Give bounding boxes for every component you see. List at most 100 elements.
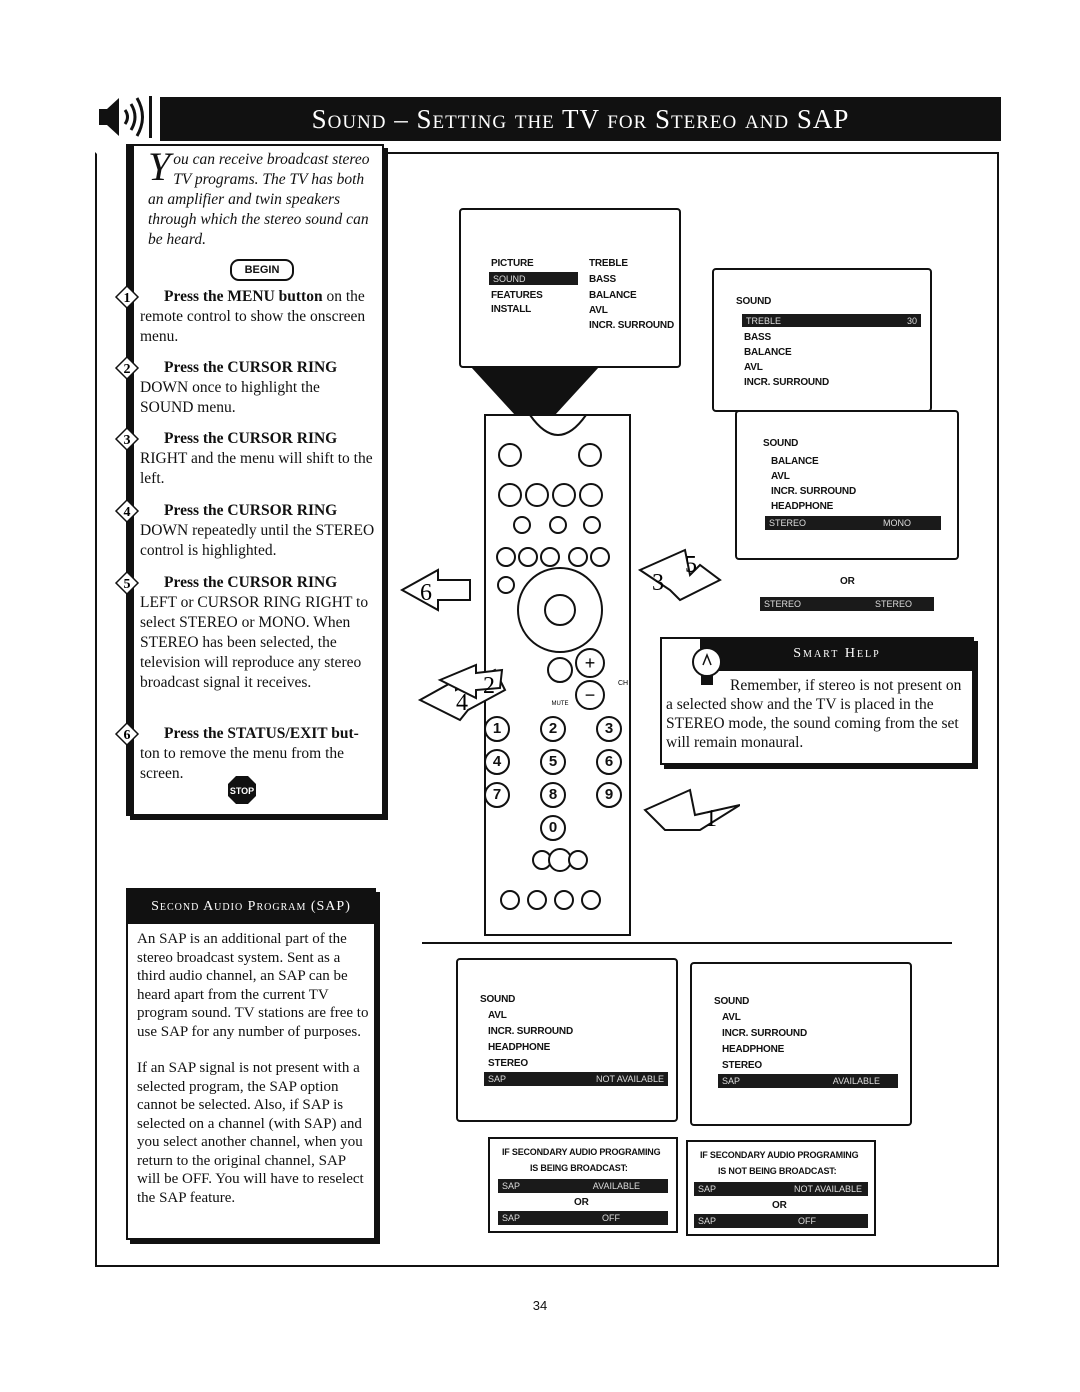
digit-key: 9 [596,782,622,808]
svg-text:MUTE: MUTE [552,701,569,707]
step-4: 4 Press the CURSOR RING DOWN repeatedly … [114,498,375,561]
step-head: Press the STATUS/EXIT but- [164,725,359,742]
step-head: Press the MENU button [164,288,323,305]
screen-beam [460,355,610,415]
page-frame [95,152,999,1267]
step-head: Press the CURSOR RING [164,502,338,519]
instructions-panel [126,144,384,816]
step-body: on the remote control to show the onscre… [140,288,366,345]
svg-text:STOP: STOP [230,786,254,796]
stop-sign-icon: STOP [227,775,257,805]
step-6: 6 Press the STATUS/EXIT but- ton to remo… [114,721,375,784]
lightbulb-icon [690,645,724,693]
speaker-icon [95,92,157,142]
digit-key: 7 [484,782,510,808]
svg-text:4: 4 [124,505,131,520]
callout-arrows: 6 4 2 3 5 1 [400,548,740,832]
menu-item: STEREO [488,1058,528,1069]
submenu-incr-surround: INCR. SURROUND [589,320,674,331]
digit-key: 8 [540,782,566,808]
step-2: 2 Press the CURSOR RING DOWN once to hig… [114,355,375,418]
sap-menu-available: SOUND AVL INCR. SURROUND HEADPHONE STERE… [690,962,912,1126]
menu-item: INCR. SURROUND [744,377,829,388]
sap-not-broadcast-note: IF SECONDARY AUDIO PROGRAMING IS NOT BEI… [686,1140,876,1236]
svg-text:3: 3 [652,570,664,596]
menu-title: SOUND [714,996,750,1007]
step-number-icon: 4 [114,498,140,524]
menu-item: BASS [744,332,771,343]
note-line: IS BEING BROADCAST: [530,1163,628,1173]
menu-title: SOUND [763,438,799,449]
step-1: 1 Press the MENU button on the remote co… [114,284,375,347]
menu-item-picture: PICTURE [491,258,534,269]
menu-item: BALANCE [744,347,792,358]
step-number-icon: 5 [114,570,140,596]
svg-text:1: 1 [705,806,717,832]
sap-text: An SAP is an additional part of the ster… [137,930,371,1207]
main-menu-screen: PICTURE SOUND FEATURES INSTALL TREBLE BA… [459,208,681,368]
svg-text:6: 6 [124,728,131,743]
digit-key: 0 [540,815,566,841]
frame-top-rule [380,152,999,154]
menu-item: HEADPHONE [488,1042,551,1053]
step-head: Press the CURSOR RING [164,574,338,591]
svg-text:CH: CH [618,680,628,687]
or-label: OR [840,576,855,587]
digit-key: 3 [596,716,622,742]
svg-text:−: − [585,685,596,705]
step-5: 5 Press the CURSOR RING LEFT or CURSOR R… [114,570,375,693]
step-body: LEFT or CURSOR RING RIGHT to select STER… [140,594,369,691]
menu-item: INCR. SURROUND [771,486,856,497]
svg-text:6: 6 [420,580,432,606]
menu-item: STEREO [722,1060,762,1071]
digit-key: 6 [596,749,622,775]
menu-item: HEADPHONE [722,1044,785,1055]
digit-key: 5 [540,749,566,775]
menu-item-install: INSTALL [491,304,532,315]
smart-help-text: Remember, if stereo is not present on a … [666,677,962,751]
drop-cap: Y [148,144,171,189]
or-label: OR [574,1197,589,1208]
menu-item: AVL [771,471,790,482]
or-label: OR [772,1200,787,1211]
svg-text:2: 2 [124,362,131,377]
step-body: DOWN once to highlight the SOUND menu. [140,379,320,416]
digit-key: 2 [540,716,566,742]
svg-text:2: 2 [483,673,495,699]
sap-heading: Second Audio Program (SAP) [128,890,374,924]
menu-item-features: FEATURES [491,290,543,301]
step-number-icon: 2 [114,355,140,381]
menu-item: INCR. SURROUND [488,1026,573,1037]
submenu-balance: BALANCE [589,290,637,301]
menu-item: AVL [722,1012,741,1023]
step-body: DOWN repeatedly until the STEREO control… [140,522,375,559]
step-body: RIGHT and the menu will shift to the lef… [140,450,373,487]
svg-text:5: 5 [124,577,131,592]
intro-body: ou can receive broadcast stereo TV progr… [148,151,370,248]
menu-item: HEADPHONE [771,501,834,512]
note-line: IF SECONDARY AUDIO PROGRAMING [502,1147,661,1157]
sap-paragraph-1: An SAP is an additional part of the ster… [137,931,369,1040]
step-body: ton to remove the menu from the screen. [140,745,345,782]
divider [422,942,952,944]
sap-broadcast-note: IF SECONDARY AUDIO PROGRAMING IS BEING B… [488,1137,678,1233]
sap-menu-not-available: SOUND AVL INCR. SURROUND HEADPHONE STERE… [456,958,678,1122]
sap-paragraph-2: If an SAP signal is not present with a s… [137,1060,364,1206]
number-keypad: 1 2 3 4 5 6 7 8 9 0 [484,716,624,846]
step-number-icon: 3 [114,426,140,452]
step-number-icon: 1 [114,284,140,310]
step-3: 3 Press the CURSOR RING RIGHT and the me… [114,426,375,489]
svg-text:+: + [585,653,596,673]
step-head: Press the CURSOR RING [164,430,338,447]
digit-key: 4 [484,749,510,775]
menu-title: SOUND [736,296,772,307]
